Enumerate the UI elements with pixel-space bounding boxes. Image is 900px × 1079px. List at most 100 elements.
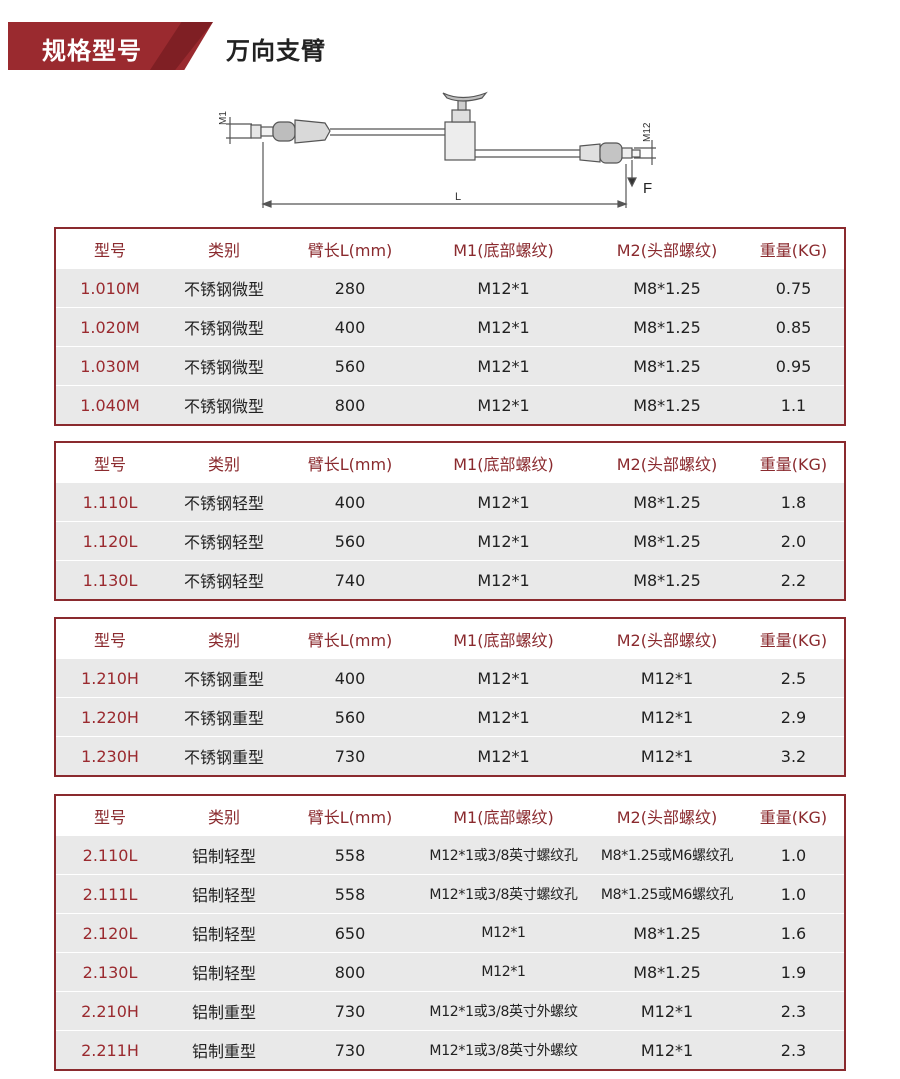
model-cell: 1.120L xyxy=(82,531,138,551)
spec-table-stainless-micro: 型号 类别 臂长L(mm) M1(底部螺纹) M2(头部螺纹) 重量(KG) 1… xyxy=(54,227,846,426)
col-m1: M1(底部螺纹) xyxy=(453,630,554,650)
m2-cell: M8*1.25或M6螺纹孔 xyxy=(600,848,734,864)
m2-cell: M8*1.25 xyxy=(633,317,701,337)
length-cell: 280 xyxy=(334,278,366,298)
type-cell: 铝制轻型 xyxy=(191,925,256,944)
m2-cell: M8*1.25 xyxy=(633,395,701,415)
m1-cell: M12*1 xyxy=(477,570,530,590)
col-m2: M2(头部螺纹) xyxy=(616,807,718,827)
type-cell: 不锈钢轻型 xyxy=(183,494,264,513)
right-knob xyxy=(599,142,623,164)
weight-cell: 3.2 xyxy=(780,746,807,766)
col-weight: 重量(KG) xyxy=(759,630,828,650)
weight-cell: 0.85 xyxy=(775,317,812,337)
spec-table-stainless-heavy: 型号 类别 臂长L(mm) M1(底部螺纹) M2(头部螺纹) 重量(KG) 1… xyxy=(54,617,846,777)
center-clamp xyxy=(444,121,476,161)
weight-cell: 2.3 xyxy=(780,1040,807,1060)
length-cell: 400 xyxy=(334,317,366,337)
weight-cell: 2.5 xyxy=(780,668,807,688)
model-cell: 2.120L xyxy=(82,923,138,943)
length-cell: 400 xyxy=(334,668,366,688)
length-cell: 740 xyxy=(334,570,366,590)
section-header: 规格型号 万向支臂 xyxy=(0,22,900,70)
m2-cell: M8*1.25 xyxy=(633,356,701,376)
col-model: 型号 xyxy=(93,454,126,474)
m2-cell: M12*1 xyxy=(640,668,694,688)
table-header-row: 型号 类别 臂长L(mm) M1(底部螺纹) M2(头部螺纹) 重量(KG) xyxy=(56,443,844,482)
product-title: 万向支臂 xyxy=(226,37,326,65)
m2-cell: M8*1.25 xyxy=(633,492,701,512)
m2-cell: M8*1.25 xyxy=(633,962,701,982)
m1-cell: M12*1 xyxy=(477,278,530,298)
length-cell: 800 xyxy=(334,395,366,415)
col-length: 臂长L(mm) xyxy=(307,807,393,827)
m2-cell: M8*1.25 xyxy=(633,531,701,551)
weight-cell: 1.1 xyxy=(780,395,807,415)
length-cell: 558 xyxy=(334,845,366,865)
type-cell: 不锈钢微型 xyxy=(183,280,264,299)
m1-cell: M12*1 xyxy=(481,925,526,941)
m1-cell: M12*1 xyxy=(477,356,530,376)
type-cell: 不锈钢微型 xyxy=(183,319,264,338)
model-cell: 1.010M xyxy=(80,278,140,298)
table-row: 1.120L 不锈钢轻型 560 M12*1 M8*1.25 2.0 xyxy=(56,521,844,560)
model-cell: 2.111L xyxy=(82,884,138,904)
length-cell: 400 xyxy=(334,492,366,512)
type-cell: 不锈钢重型 xyxy=(183,709,264,728)
model-cell: 1.130L xyxy=(82,570,138,590)
length-cell: 560 xyxy=(334,356,366,376)
type-cell: 铝制轻型 xyxy=(191,964,256,983)
table-row: 2.210H 铝制重型 730 M12*1或3/8英寸外螺纹 M12*1 2.3 xyxy=(56,991,844,1030)
col-weight: 重量(KG) xyxy=(759,240,828,260)
table-row: 2.130L 铝制轻型 800 M12*1 M8*1.25 1.9 xyxy=(56,952,844,991)
model-cell: 1.230H xyxy=(81,746,139,766)
arm-diagram: M1 M12 L F xyxy=(218,91,656,208)
table-row: 2.110L 铝制轻型 558 M12*1或3/8英寸螺纹孔 M8*1.25或M… xyxy=(56,835,844,874)
force-label: F xyxy=(643,180,652,197)
weight-cell: 1.8 xyxy=(780,492,807,512)
m2-cell: M12*1 xyxy=(640,1001,694,1021)
type-cell: 不锈钢轻型 xyxy=(183,572,264,591)
model-cell: 1.210H xyxy=(81,668,139,688)
table-row: 1.110L 不锈钢轻型 400 M12*1 M8*1.25 1.8 xyxy=(56,482,844,521)
table-row: 1.210H 不锈钢重型 400 M12*1 M12*1 2.5 xyxy=(56,658,844,697)
left-knob xyxy=(272,121,296,142)
m2-cell: M8*1.25或M6螺纹孔 xyxy=(600,887,734,903)
weight-cell: 2.0 xyxy=(780,531,807,551)
type-cell: 不锈钢微型 xyxy=(183,397,264,416)
table-row: 1.040M 不锈钢微型 800 M12*1 M8*1.25 1.1 xyxy=(56,385,844,424)
left-arm-joint xyxy=(294,119,331,144)
type-cell: 不锈钢微型 xyxy=(183,358,264,377)
m1-cell: M12*1或3/8英寸螺纹孔 xyxy=(429,887,578,903)
m1-label: M1 xyxy=(218,111,229,125)
length-cell: 730 xyxy=(334,1001,366,1021)
col-model: 型号 xyxy=(93,240,126,260)
col-m1: M1(底部螺纹) xyxy=(453,240,554,260)
m2-cell: M12*1 xyxy=(640,707,694,727)
right-arm-joint xyxy=(579,143,601,163)
model-cell: 2.211H xyxy=(81,1040,139,1060)
m2-label: M12 xyxy=(642,122,653,142)
type-cell: 铝制轻型 xyxy=(191,886,256,905)
weight-cell: 1.6 xyxy=(780,923,807,943)
weight-cell: 1.0 xyxy=(780,884,807,904)
model-cell: 1.110L xyxy=(82,492,138,512)
table-row: 2.120L 铝制轻型 650 M12*1 M8*1.25 1.6 xyxy=(56,913,844,952)
spec-table-aluminum: 型号 类别 臂长L(mm) M1(底部螺纹) M2(头部螺纹) 重量(KG) 2… xyxy=(54,794,846,1071)
table-row: 1.130L 不锈钢轻型 740 M12*1 M8*1.25 2.2 xyxy=(56,560,844,599)
table-row: 1.220H 不锈钢重型 560 M12*1 M12*1 2.9 xyxy=(56,697,844,736)
col-weight: 重量(KG) xyxy=(759,454,828,474)
type-cell: 铝制轻型 xyxy=(191,847,256,866)
weight-cell: 0.75 xyxy=(775,278,812,298)
model-cell: 1.040M xyxy=(80,395,140,415)
col-length: 臂长L(mm) xyxy=(307,454,393,474)
col-length: 臂长L(mm) xyxy=(307,630,393,650)
header-label: 规格型号 xyxy=(42,37,142,65)
weight-cell: 2.9 xyxy=(780,707,807,727)
m1-cell: M12*1 xyxy=(477,395,530,415)
col-weight: 重量(KG) xyxy=(759,807,828,827)
length-cell: 730 xyxy=(334,1040,366,1060)
type-cell: 不锈钢重型 xyxy=(183,670,264,689)
model-cell: 1.220H xyxy=(81,707,139,727)
weight-cell: 2.3 xyxy=(780,1001,807,1021)
